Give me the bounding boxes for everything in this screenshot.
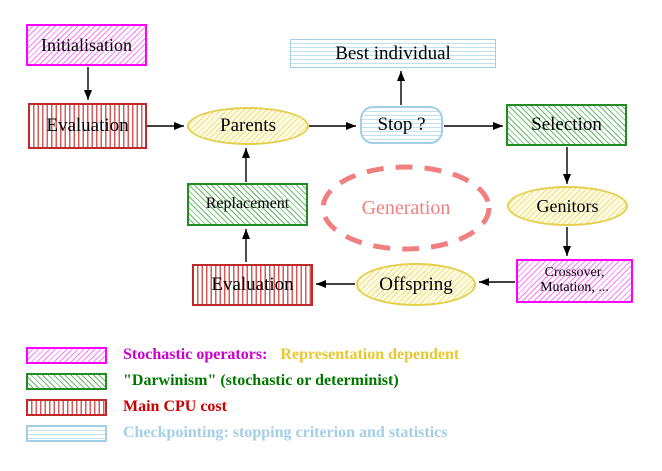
- node-genitors-label: Genitors: [536, 195, 599, 216]
- legend-swatch-green-hatch: [26, 372, 107, 390]
- node-initialisation: Initialisation: [26, 24, 147, 66]
- legend-label-stochastic-operators: Stochastic operators:: [123, 346, 268, 363]
- legend-label-representation-dependent: Representation dependent: [280, 346, 460, 363]
- node-stop-label: Stop ?: [377, 114, 426, 136]
- node-evaluation-top-label: Evaluation: [46, 115, 129, 137]
- node-evaluation-bottom: Evaluation: [192, 264, 313, 306]
- legend-label-main-cpu-cost: Main CPU cost: [123, 398, 227, 415]
- legend-label-checkpointing: Checkpointing: stopping criterion and st…: [123, 424, 448, 441]
- node-evaluation-top: Evaluation: [28, 103, 147, 149]
- node-selection: Selection: [506, 104, 627, 146]
- node-evaluation-bottom-label: Evaluation: [211, 274, 294, 296]
- legend-swatch-red-stripes: [26, 398, 107, 416]
- legend-label-darwinism: "Darwinism" (stochastic or determinist): [123, 372, 399, 389]
- legend-item-checkpointing: Checkpointing: stopping criterion and st…: [26, 424, 447, 442]
- node-stop: Stop ?: [360, 106, 443, 144]
- node-crossover-label-line2: Mutation, ...: [540, 280, 609, 295]
- legend-item-main-cpu-cost: Main CPU cost: [26, 398, 227, 416]
- node-replacement: Replacement: [187, 183, 308, 226]
- node-best-individual-label: Best individual: [335, 42, 451, 64]
- node-crossover-mutation: Crossover, Mutation, ...: [516, 259, 633, 303]
- legend-item-darwinism: "Darwinism" (stochastic or determinist): [26, 372, 399, 390]
- node-offspring: Offspring: [356, 263, 476, 306]
- legend-swatch-magenta-hatch: [26, 346, 107, 364]
- generation-label: Generation: [361, 197, 451, 219]
- node-genitors: Genitors: [507, 186, 628, 226]
- node-offspring-label: Offspring: [379, 273, 453, 295]
- generation-loop-ellipse: [320, 164, 492, 252]
- node-parents-label: Parents: [220, 115, 276, 137]
- node-parents: Parents: [187, 107, 309, 145]
- node-selection-label: Selection: [531, 114, 602, 136]
- node-best-individual: Best individual: [290, 39, 496, 68]
- legend-swatch-cyan-stripes: [26, 424, 107, 442]
- node-crossover-label-line1: Crossover,: [544, 265, 605, 281]
- legend-item-stochastic-operators: Stochastic operators: Representation dep…: [26, 346, 459, 364]
- node-replacement-label: Replacement: [205, 195, 290, 213]
- node-initialisation-label: Initialisation: [41, 34, 132, 55]
